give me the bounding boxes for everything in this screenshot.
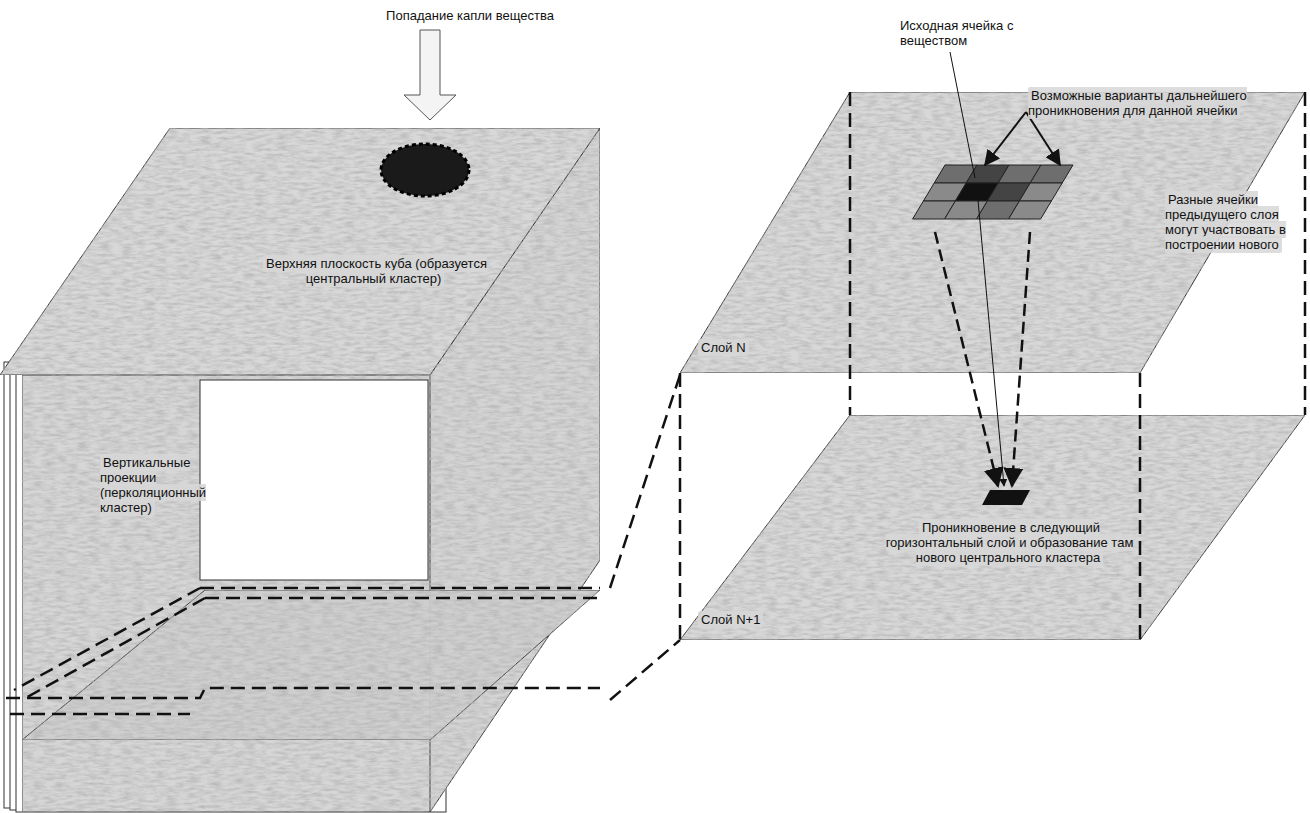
slab-dashed-outline [6,588,600,714]
projection-label-box: Вертикальные проекции (перколяционный кл… [100,455,225,515]
cell-grid [913,165,1073,219]
source-cell-label: Исходная ячейка с веществом [900,18,1013,48]
slab [22,590,600,740]
drop-arrow [404,30,456,120]
penetration-label: Проникновение в следующий горизонтальный… [886,519,1134,566]
cube-top-face [0,128,600,375]
layer-n-plane [680,92,1305,373]
target-cell [982,490,1030,505]
cells-label-box: Разные ячейки предыдущего слоя могут уча… [1165,192,1303,252]
cells-label: Разные ячейки предыдущего слоя могут уча… [1165,191,1286,253]
layer-label-box: Слой N [698,340,778,355]
option-arrow [985,112,1026,165]
options-label: Возможные варианты дальнейшего проникнов… [1028,87,1247,119]
layer-box-dashes [680,92,1305,640]
drop-spot [381,144,469,196]
projection-window [200,380,428,580]
drop-label: Попадание капли вещества [386,8,554,23]
option-arrow [1026,112,1060,165]
grid-cell [1019,183,1062,201]
layer-n1-plane [680,415,1305,640]
top-plane-label: Верхняя плоскость куба (образуется центр… [263,255,487,287]
layer-label-box: Слой N+1 [698,612,778,627]
leader-line [950,52,975,178]
grid-cell [1030,165,1073,183]
penetration-arrow-solid [978,200,1004,486]
projection-label: Вертикальные проекции (перколяционный кл… [100,454,206,516]
drop-label-box: Попадание капли вещества [355,8,585,23]
layer-label: Слой N+1 [698,611,763,628]
zoom-lines [610,375,680,700]
layer-label: Слой N [698,339,749,356]
source-cell-label-box: Исходная ячейка с веществом [900,18,1030,48]
penetration-label-box: Проникновение в следующий горизонтальный… [872,520,1147,565]
grid-cell [1009,201,1052,219]
options-label-box: Возможные варианты дальнейшего проникнов… [1028,88,1273,118]
penetration-arrows [935,232,1030,486]
top-plane-label-box: Верхняя плоскость куба (образуется центр… [235,256,515,286]
